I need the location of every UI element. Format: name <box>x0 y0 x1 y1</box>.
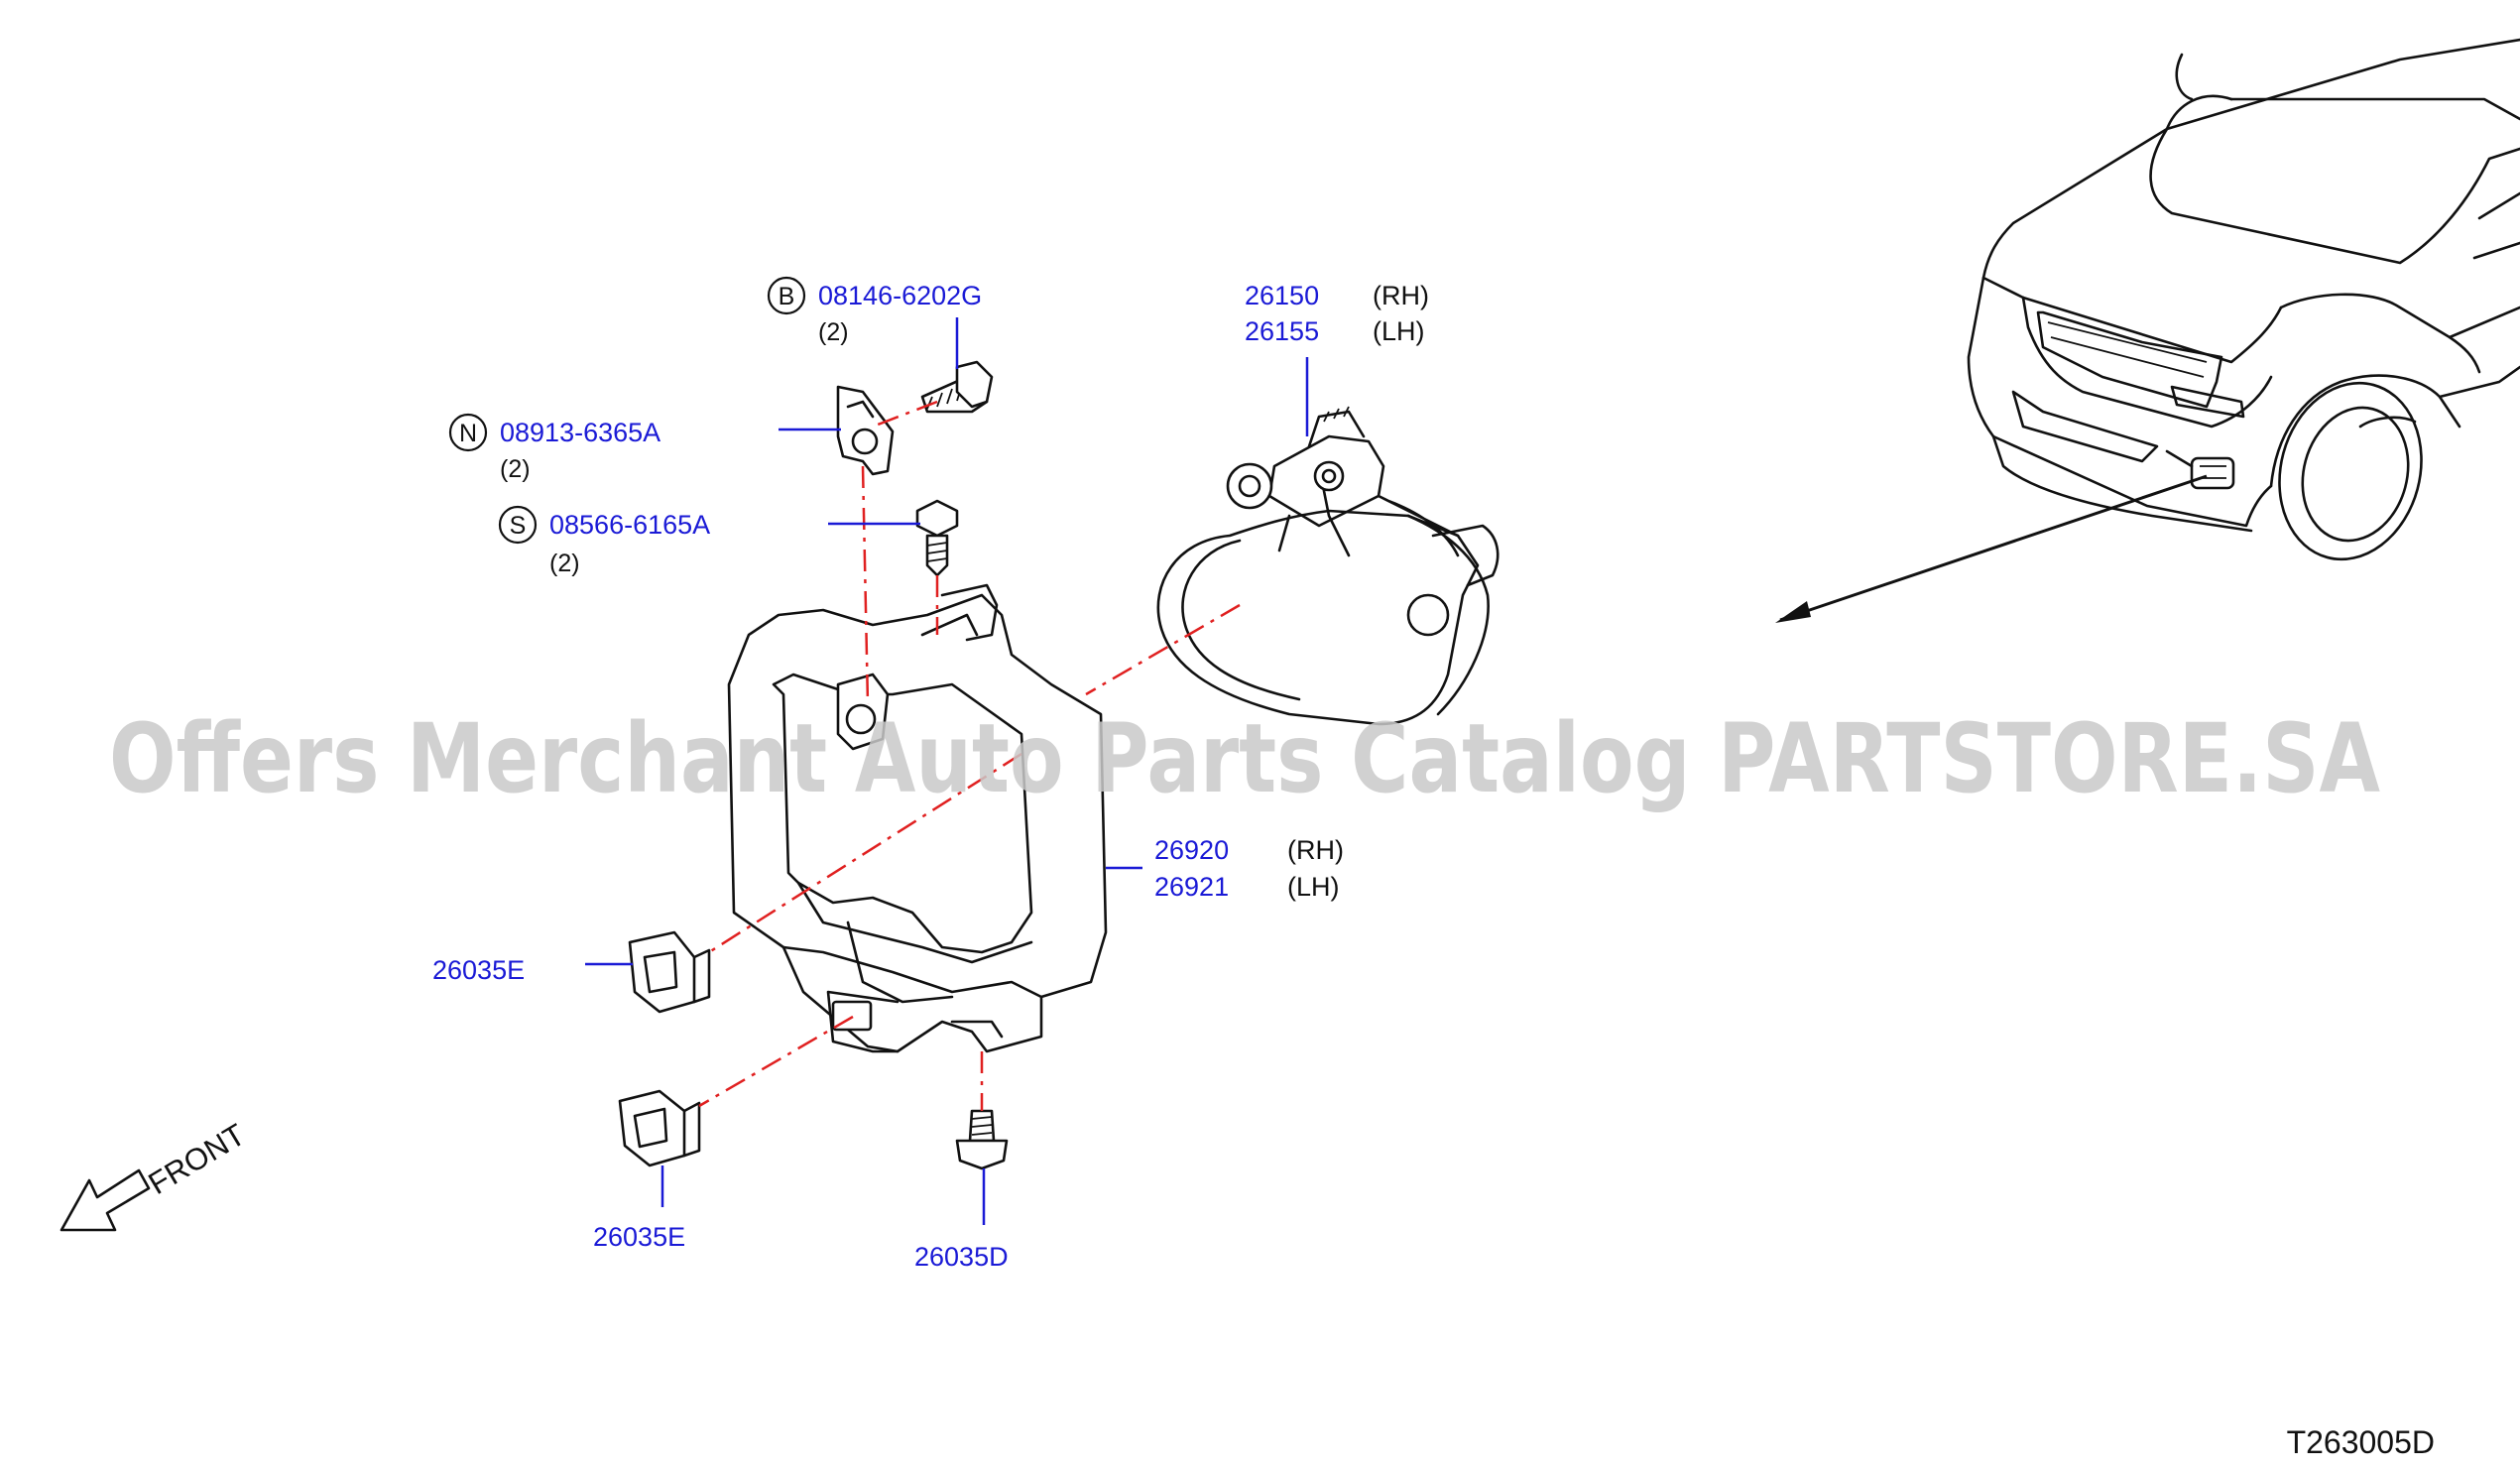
callout-screw-badge: S <box>510 512 527 540</box>
callout-nut-badge-ring <box>448 413 488 452</box>
callout-clip-upper-part-number[interactable]: 26035E <box>432 955 525 985</box>
callout-nut-badge: N <box>459 420 477 447</box>
clip-26035e-upper <box>628 930 711 1014</box>
clip-26035e-lower <box>618 1089 701 1167</box>
callout-bolt: B 08146-6202G (2) <box>767 276 982 346</box>
leader-lines <box>585 317 1309 1225</box>
callout-bracket-rh-side: (RH) <box>1287 835 1344 865</box>
callout-fog-lamp-lh-side: (LH) <box>1373 316 1425 346</box>
bracket-illustration <box>727 583 1108 1053</box>
callout-bolt-badge: B <box>779 283 795 310</box>
callout-fog-lamp-rh-part-number[interactable]: 26150 <box>1245 281 1319 310</box>
screw-08566 <box>915 499 959 577</box>
bolt-26035d <box>955 1109 1009 1170</box>
callout-screw-qty: (2) <box>549 550 580 577</box>
callout-screw: S 08566-6165A (2) <box>498 505 710 577</box>
callout-bracket-lh-side: (LH) <box>1287 872 1340 902</box>
watermark: Offers Merchant Auto Parts Catalog PARTS… <box>109 703 2380 814</box>
callout-nut-part-number[interactable]: 08913-6365A <box>500 418 660 447</box>
callout-bracket-rh-part-number[interactable]: 26920 <box>1154 835 1229 865</box>
callout-bolt-part-number[interactable]: 08146-6202G <box>818 281 982 310</box>
nut-08913 <box>836 385 895 476</box>
callout-screw-part-number[interactable]: 08566-6165A <box>549 510 710 540</box>
callout-nut: N 08913-6365A (2) <box>448 413 660 483</box>
callout-fog-lamp-rh-side: (RH) <box>1373 281 1429 310</box>
callout-clip-lower-part-number[interactable]: 26035E <box>593 1222 685 1252</box>
front-indicator: FRONT <box>60 1117 252 1232</box>
callout-bolt-badge-ring <box>767 276 806 315</box>
callout-bolt-qty: (2) <box>818 318 849 346</box>
callout-bolt-lower-part-number[interactable]: 26035D <box>914 1242 1009 1272</box>
callout-fog-lamp-lh-part-number[interactable]: 26155 <box>1245 316 1319 346</box>
callout-bracket-lh-part-number[interactable]: 26921 <box>1154 872 1229 902</box>
vehicle-illustration <box>1775 38 2520 623</box>
bolt-08146 <box>920 360 994 414</box>
callout-bracket: 26920 (RH) 26921 (LH) <box>1154 835 1344 902</box>
front-label: FRONT <box>143 1117 252 1201</box>
diagram-code: T263005D <box>2287 1424 2435 1460</box>
callout-nut-qty: (2) <box>500 455 531 483</box>
callout-screw-badge-ring <box>498 505 538 545</box>
fog-lamp-illustration <box>1156 406 1500 726</box>
callout-fog-lamp: 26150 (RH) 26155 (LH) <box>1245 281 1429 346</box>
center-lines <box>698 400 1241 1111</box>
